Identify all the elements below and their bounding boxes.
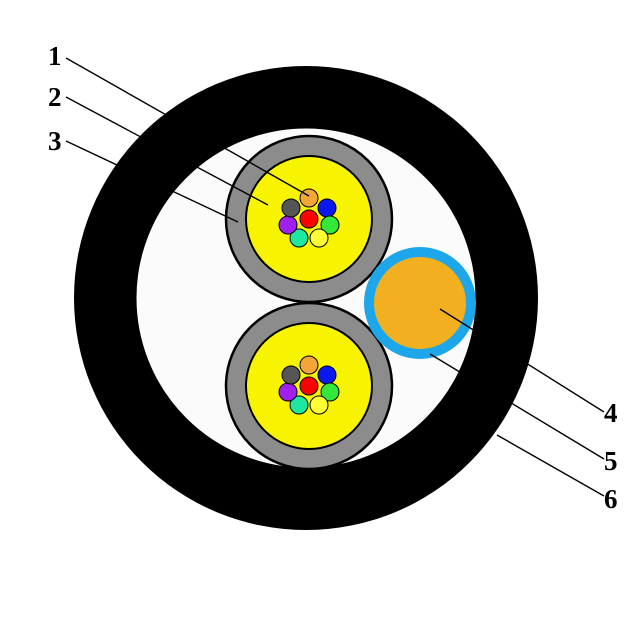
bottom-fiber-center [299,376,319,396]
leader-line-4 [439,308,605,413]
bottom-fiber-7 [281,365,301,385]
top-fiber-2 [317,198,337,218]
callout-label-3: 3 [48,126,62,156]
bottom-fiber-6 [278,382,298,402]
bottom-fiber-4 [309,395,329,415]
leader-line-5 [429,353,605,460]
fiber-bundle-bottom [278,355,340,415]
bottom-fiber-1 [299,355,319,375]
leader-line-3 [65,140,239,223]
top-fiber-5 [289,228,309,248]
leader-line-6 [496,434,605,497]
filler-rod-core [374,257,466,349]
leader-line-1 [65,57,310,197]
subunit-bottom [224,301,394,471]
leader-line-2 [65,96,269,206]
subunit-top [224,134,394,304]
bottom-fiber-5 [289,395,309,415]
top-fiber-7 [281,198,301,218]
top-fiber-center [299,209,319,229]
callout-label-2: 2 [48,82,62,112]
bottom-fiber-3 [320,382,340,402]
callout-label-4: 4 [604,398,618,428]
callout-label-5: 5 [604,446,618,476]
top-fiber-6 [278,215,298,235]
callout-label-1: 1 [48,41,62,71]
top-fiber-3 [320,215,340,235]
top-fiber-4 [309,228,329,248]
bottom-fiber-2 [317,365,337,385]
filler-rod [364,247,476,359]
callout-label-6: 6 [604,484,618,514]
